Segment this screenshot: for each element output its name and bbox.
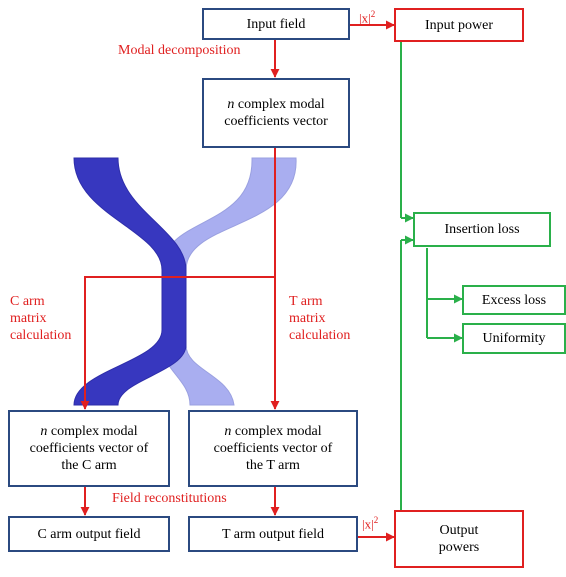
input-field-box: Input field (202, 8, 350, 40)
t-arm-coefficients-box: n complex modal coefficients vector of t… (188, 410, 358, 487)
modal-coefficients-box: n complex modal coefficients vector (202, 78, 350, 148)
waveguide-c-arm (73, 157, 187, 406)
label-line: T arm (289, 294, 323, 309)
t-arm-matrix-calc-label: T arm matrix calculation (289, 293, 350, 344)
modal-decomposition-label: Modal decomposition (118, 43, 241, 58)
label-line: matrix (10, 311, 47, 326)
label-line: calculation (289, 328, 351, 343)
label-line: calculation (10, 328, 72, 343)
c-arm-output-box: C arm output field (8, 516, 170, 552)
field-reconstitutions-label: Field reconstitutions (112, 491, 227, 506)
label-line: matrix (289, 311, 326, 326)
c-arm-coefficients-box: n complex modal coefficients vector of t… (8, 410, 170, 487)
waveguide-t-arm (161, 157, 297, 406)
abs-squared-bottom-label: |x|2 (362, 515, 379, 532)
t-arm-output-box: T arm output field (188, 516, 358, 552)
input-power-box: Input power (394, 8, 524, 42)
excess-loss-box: Excess loss (462, 285, 566, 315)
output-powers-box: Output powers (394, 510, 524, 568)
c-arm-matrix-calc-label: C arm matrix calculation (10, 293, 71, 344)
abs-squared-top-label: |x|2 (359, 9, 376, 26)
label-line: C arm (10, 294, 45, 309)
uniformity-box: Uniformity (462, 323, 566, 354)
insertion-loss-box: Insertion loss (413, 212, 551, 247)
